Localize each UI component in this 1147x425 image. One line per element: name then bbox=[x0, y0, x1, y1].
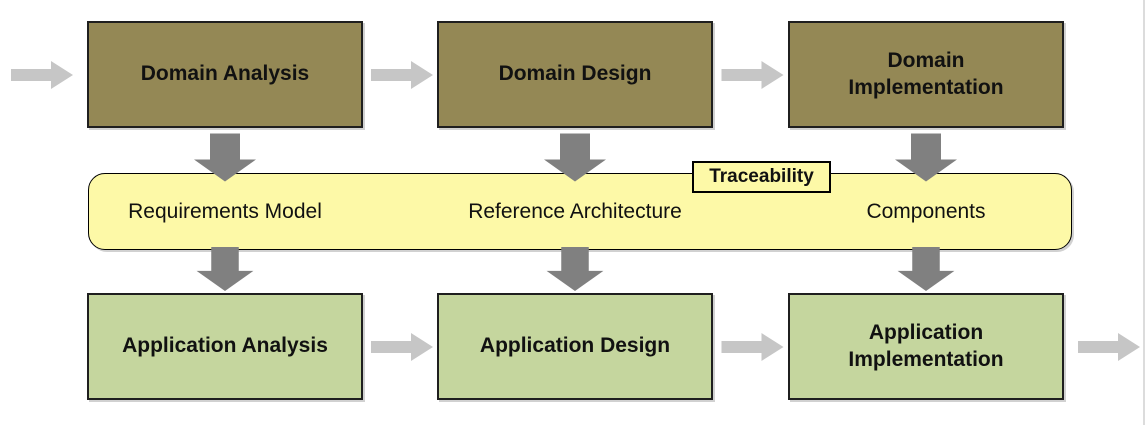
box-application-implementation-label: Application Implementation bbox=[848, 321, 1004, 371]
box-domain-implementation: Domain Implementation bbox=[788, 21, 1064, 128]
arrow-domain-design-to-band-icon bbox=[544, 133, 606, 182]
box-application-design-label: Application Design bbox=[479, 334, 671, 358]
traceability-tag: Traceability bbox=[692, 161, 831, 193]
arrow-domain-analysis-to-design-icon bbox=[371, 61, 433, 89]
box-domain-implementation-label: Domain Implementation bbox=[848, 49, 1004, 99]
box-application-implementation: Application Implementation bbox=[788, 293, 1064, 400]
box-application-design: Application Design bbox=[437, 293, 713, 400]
arrow-band-to-application-design-icon bbox=[546, 247, 604, 291]
box-domain-design-label: Domain Design bbox=[498, 62, 652, 86]
arrow-band-to-application-analysis-icon bbox=[196, 247, 254, 291]
box-application-analysis-label: Application Analysis bbox=[122, 334, 328, 358]
flow-entry-arrow-icon bbox=[11, 61, 73, 89]
band-item-components: Components bbox=[866, 199, 986, 223]
box-domain-analysis: Domain Analysis bbox=[87, 21, 363, 128]
box-application-analysis: Application Analysis bbox=[87, 293, 363, 400]
band-item-reference-architecture: Reference Architecture bbox=[468, 199, 682, 223]
arrow-domain-analysis-to-band-icon bbox=[194, 133, 256, 182]
page-right-edge bbox=[1143, 0, 1145, 425]
arrow-domain-implementation-to-band-icon bbox=[895, 133, 957, 182]
arrow-application-design-to-implementation-icon bbox=[721, 333, 784, 361]
arrow-band-to-application-implementation-icon bbox=[897, 247, 955, 291]
arrow-application-analysis-to-design-icon bbox=[371, 333, 433, 361]
arrow-domain-design-to-implementation-icon bbox=[721, 61, 784, 89]
flow-exit-arrow-icon bbox=[1078, 333, 1140, 361]
band-item-requirements-model: Requirements Model bbox=[128, 199, 322, 223]
box-domain-analysis-label: Domain Analysis bbox=[140, 62, 310, 86]
box-domain-design: Domain Design bbox=[437, 21, 713, 128]
